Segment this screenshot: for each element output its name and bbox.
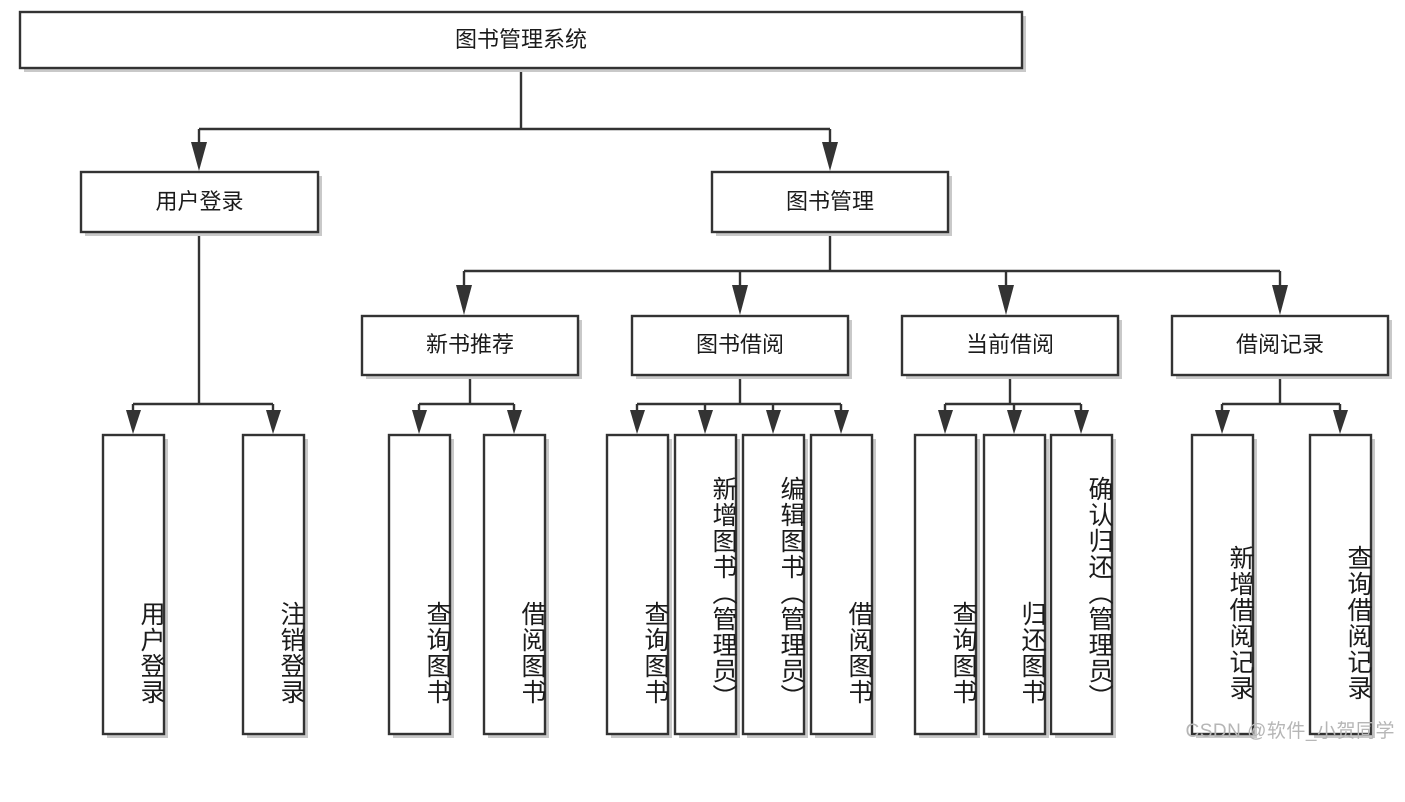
node-root-book-management-system[interactable]: 图书管理系统 — [18, 10, 1026, 72]
arrow-head-icon — [698, 410, 713, 434]
arrow-head-icon — [834, 410, 849, 434]
arrow-head-icon — [1215, 410, 1230, 434]
node-book-borrow[interactable]: 图书借阅 — [630, 314, 852, 379]
node-label: 借阅记录 — [1236, 332, 1324, 357]
node-leaf-edit-book-admin[interactable] — [741, 433, 808, 738]
arrow-head-icon — [507, 410, 522, 434]
arrow-head-icon — [126, 410, 141, 434]
arrow-head-icon — [998, 285, 1014, 315]
arrow-head-icon — [456, 285, 472, 315]
node-leaf-add-book-admin[interactable] — [673, 433, 740, 738]
node-label: 图书管理 — [786, 189, 874, 214]
node-label: 图书借阅 — [696, 332, 784, 357]
node-label: 当前借阅 — [966, 332, 1054, 357]
flowchart-svg: 图书管理系统 用户登录 图书管理 新书推荐 图书 — [18, 10, 1392, 738]
arrow-head-icon — [1272, 285, 1288, 315]
node-label: 用户登录 — [155, 189, 243, 214]
node-book-management[interactable]: 图书管理 — [710, 170, 952, 236]
node-new-book-recommend[interactable]: 新书推荐 — [360, 314, 582, 379]
node-leaf-confirm-return-admin[interactable] — [1049, 433, 1116, 738]
node-leaf-logout[interactable] — [241, 433, 308, 738]
arrow-head-icon — [766, 410, 781, 434]
arrow-head-icon — [732, 285, 748, 315]
arrow-head-icon — [822, 142, 838, 171]
node-leaf-query-book-recommend[interactable] — [387, 433, 454, 738]
node-user-login[interactable]: 用户登录 — [79, 170, 322, 236]
node-borrow-record[interactable]: 借阅记录 — [1170, 314, 1392, 379]
arrow-head-icon — [1007, 410, 1022, 434]
node-leaf-return-book[interactable] — [982, 433, 1049, 738]
node-leaf-query-borrow-record[interactable] — [1308, 433, 1375, 738]
node-leaf-add-borrow-record[interactable] — [1190, 433, 1257, 738]
node-current-borrow[interactable]: 当前借阅 — [900, 314, 1122, 379]
diagram-canvas: 图书管理系统 用户登录 图书管理 新书推荐 图书 — [18, 10, 1395, 742]
arrow-head-icon — [938, 410, 953, 434]
node-leaf-user-login[interactable] — [101, 433, 168, 738]
node-leaf-query-book-current[interactable] — [913, 433, 980, 738]
node-label: 图书管理系统 — [455, 27, 587, 52]
arrow-head-icon — [630, 410, 645, 434]
node-layer: 图书管理系统 用户登录 图书管理 新书推荐 图书 — [18, 10, 1392, 738]
arrow-head-icon — [1333, 410, 1348, 434]
arrow-head-icon — [1074, 410, 1089, 434]
edge-layer — [126, 68, 1348, 434]
arrow-head-icon — [266, 410, 281, 434]
node-leaf-query-book-borrow[interactable] — [605, 433, 672, 738]
node-leaf-borrow-book[interactable] — [809, 433, 876, 738]
node-leaf-borrow-book-recommend[interactable] — [482, 433, 549, 738]
arrow-head-icon — [412, 410, 427, 434]
watermark-text: CSDN @软件_小贺同学 — [1185, 721, 1395, 742]
node-label: 新书推荐 — [426, 332, 514, 357]
arrow-head-icon — [191, 142, 207, 171]
